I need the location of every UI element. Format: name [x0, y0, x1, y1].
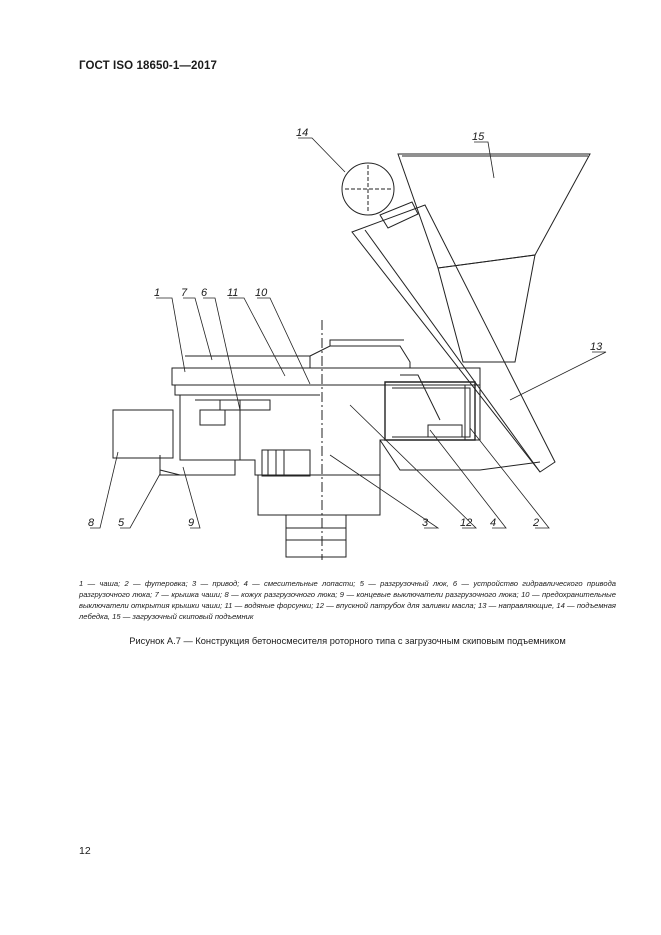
callout-3: 3: [422, 517, 429, 529]
callout-13: 13: [590, 341, 603, 353]
callout-6: 6: [201, 287, 208, 299]
callout-12: 12: [460, 517, 472, 529]
callout-7: 7: [181, 287, 188, 299]
callout-1: 1: [154, 287, 160, 299]
callout-11: 11: [227, 287, 238, 299]
callout-15: 15: [472, 131, 485, 143]
callout-2: 2: [532, 517, 539, 529]
document-header: ГОСТ ISO 18650-1—2017: [79, 60, 217, 72]
mixer-technical-drawing: 1 7 6 11 10 14 15 13 8 5 9 3 12 4 2: [88, 127, 607, 560]
figure-caption: Рисунок А.7 — Конструкция бетоносмесител…: [129, 636, 566, 646]
figure-legend: 1 — чаша; 2 — футеровка; 3 — привод; 4 —…: [79, 579, 616, 621]
callout-4: 4: [490, 517, 496, 529]
callout-5: 5: [118, 517, 125, 529]
callout-8: 8: [88, 517, 95, 529]
callout-9: 9: [188, 517, 194, 529]
callout-14: 14: [296, 127, 308, 139]
callout-10: 10: [255, 287, 268, 299]
page-number: 12: [79, 845, 91, 857]
